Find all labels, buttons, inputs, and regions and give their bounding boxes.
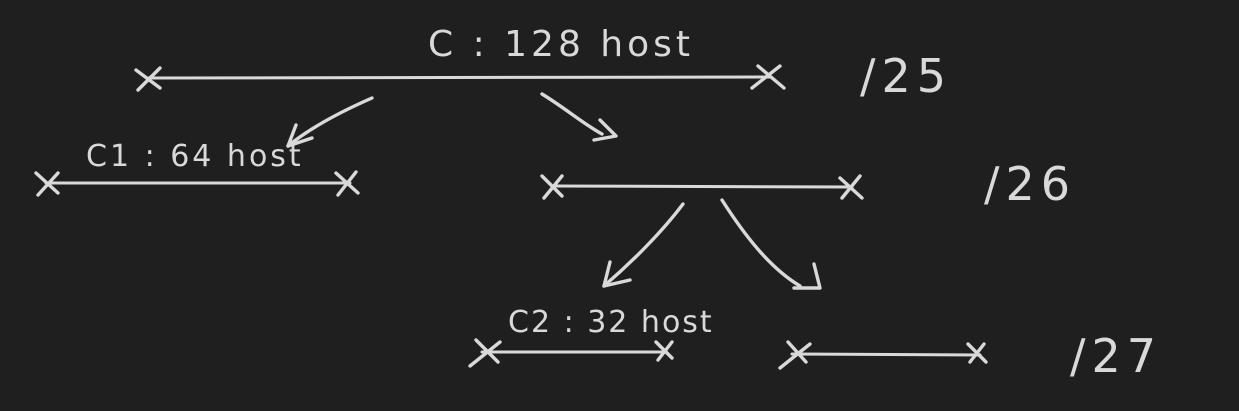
label-c: C : 128 host <box>428 24 694 65</box>
range-c-line <box>146 75 772 80</box>
prefix-27: /27 <box>1070 329 1162 383</box>
range-c-right-end-x-icon <box>838 174 864 200</box>
range-c2-right-end-x-icon <box>966 342 988 364</box>
range-c-right-line <box>550 184 854 189</box>
range-c-right-start-x-icon <box>540 174 564 200</box>
arrow-c-to-c1-icon <box>286 96 374 148</box>
prefix-26: /26 <box>984 157 1076 211</box>
range-c-start-x-icon <box>134 66 162 92</box>
range-c-end-x-icon <box>750 64 786 90</box>
range-c1-start-x-icon <box>34 171 60 197</box>
arrow-to-right-27-icon <box>720 198 822 290</box>
range-c2 <box>468 338 674 368</box>
range-c1-end-x-icon <box>334 170 360 197</box>
arrow-to-c2-icon <box>602 202 685 288</box>
range-c-right <box>540 174 864 200</box>
label-c1: C1 : 64 host <box>86 139 304 174</box>
range-c1 <box>34 170 360 197</box>
range-c2-end-x-icon <box>654 340 674 362</box>
range-c2-right <box>778 340 988 370</box>
prefix-25: /25 <box>860 49 952 103</box>
arrow-c-to-right-icon <box>540 92 618 142</box>
range-c <box>134 64 786 92</box>
label-c2: C2 : 32 host <box>508 305 714 340</box>
range-c2-start-x-icon <box>468 338 502 368</box>
range-c2-right-start-x-icon <box>778 340 812 370</box>
range-c2-right-line <box>790 352 982 357</box>
